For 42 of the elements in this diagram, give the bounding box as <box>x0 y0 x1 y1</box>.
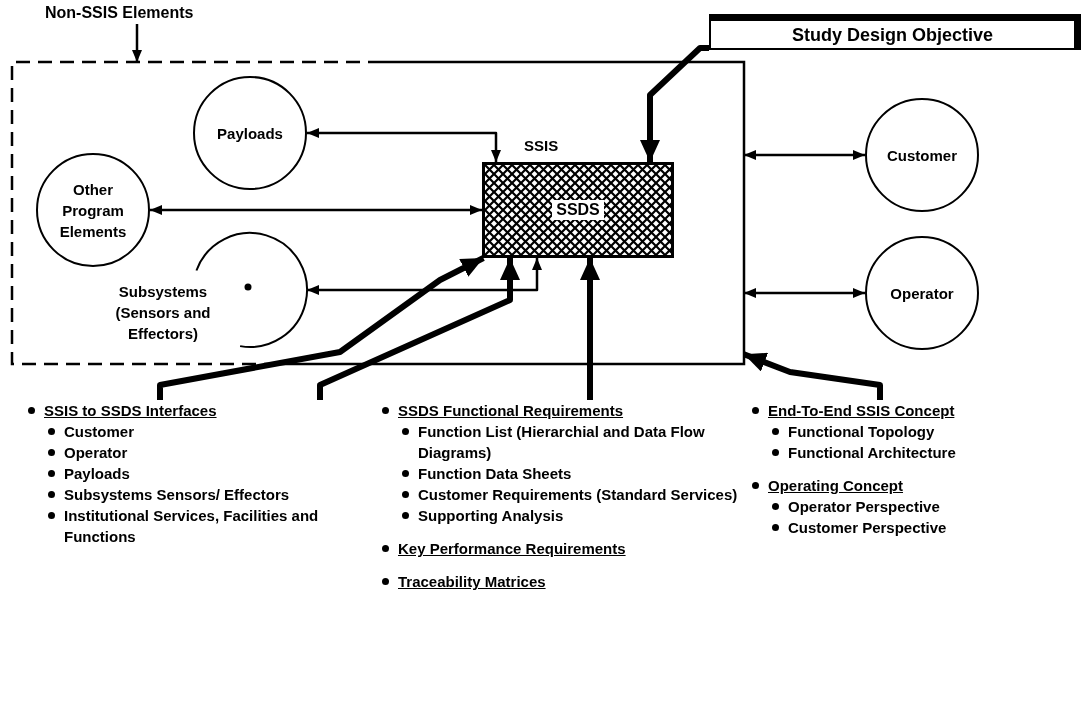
hatched-box <box>482 162 674 258</box>
list-item: Subsystems Sensors/ Effectors <box>64 485 290 505</box>
node-label: Subsystems (Sensors and Effectors) <box>114 282 212 344</box>
list-item: Institutional Services, Facilities and Functions <box>64 506 320 547</box>
list-item: Operator <box>64 443 128 463</box>
banner-title: Study Design Objective <box>791 23 994 46</box>
list-item: Function Data Sheets <box>418 464 572 484</box>
list-item: Customer Perspective <box>788 518 947 538</box>
list-heading: Traceability Matrices <box>398 572 546 592</box>
list-item: Functional Architecture <box>788 443 956 463</box>
list-heading: Operating Concept <box>768 476 903 496</box>
arrow <box>157 255 485 400</box>
list-heading: SSIS to SSDS Interfaces <box>44 401 217 421</box>
node-label: Other Program Elements <box>58 179 128 242</box>
node-label: Operator <box>890 283 954 304</box>
title-banner <box>709 14 1081 50</box>
list-item: Customer <box>64 422 134 442</box>
list-heading: SSDS Functional Requirements <box>398 401 624 421</box>
node-label: Payloads <box>217 123 283 144</box>
list-item: Function List (Hierarchial and Data Flow Diagrams) <box>418 422 706 463</box>
arrow <box>150 205 482 215</box>
list-item: Functional Topology <box>788 422 935 442</box>
list-item: Supporting Analysis <box>418 506 564 526</box>
list-item: Operator Perspective <box>788 497 940 517</box>
arrow <box>307 128 501 162</box>
region-label: Non-SSIS Elements <box>45 3 195 23</box>
list-item: Customer Requirements (Standard Services) <box>418 485 738 505</box>
arrow <box>744 288 865 298</box>
arrow <box>742 351 883 400</box>
list-heading: Key Performance Requirements <box>398 539 626 559</box>
node-label: Customer <box>887 145 957 166</box>
list-heading: End-To-End SSIS Concept <box>768 401 955 421</box>
arrow <box>580 258 600 400</box>
arrow <box>132 24 142 62</box>
region-label: SSIS <box>524 136 559 156</box>
arrow <box>744 150 865 160</box>
arrow <box>640 45 709 162</box>
arrow <box>317 258 520 400</box>
node-label: SSDS <box>552 200 604 220</box>
list-item: Payloads <box>64 464 130 484</box>
arrow <box>307 258 542 295</box>
boundary-region <box>12 62 744 364</box>
